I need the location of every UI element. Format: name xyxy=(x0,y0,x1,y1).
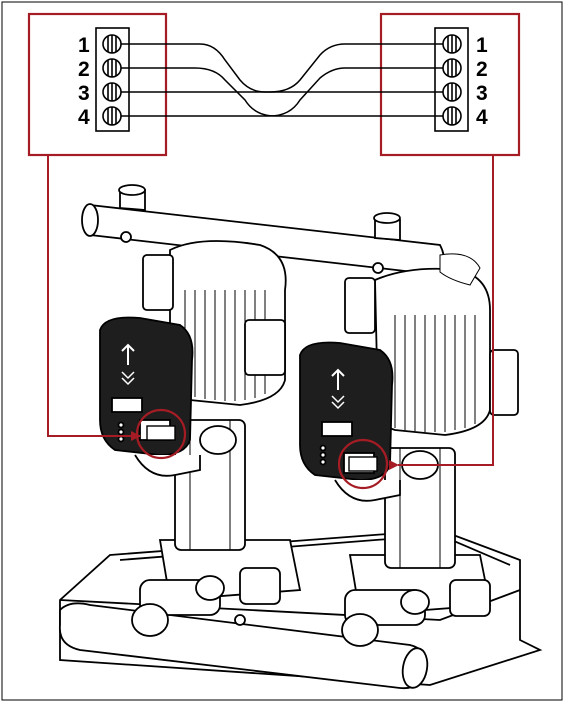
drive-connector-blocks xyxy=(146,425,378,472)
left-terminal-label-2: 2 xyxy=(78,58,90,81)
right-terminal-label-4: 4 xyxy=(476,106,488,129)
connector-icon xyxy=(135,408,389,490)
left-leader-arrow-icon xyxy=(47,155,141,441)
base-assembly xyxy=(58,529,543,690)
left-terminal-label-1: 1 xyxy=(78,34,90,57)
right-terminal-label-1: 1 xyxy=(476,34,488,57)
left-terminal-label-3: 3 xyxy=(78,82,90,105)
right-terminal-label-3: 3 xyxy=(476,82,488,105)
right-leader-arrow-icon xyxy=(389,155,494,470)
crossed-wires xyxy=(121,43,443,117)
left-terminal-callout xyxy=(27,12,168,157)
left-terminal-label-4: 4 xyxy=(78,106,90,129)
pump-left xyxy=(99,240,287,551)
right-terminal-label-2: 2 xyxy=(476,58,488,81)
callout-leaders xyxy=(47,155,494,470)
terminal-screw-icon xyxy=(102,34,462,126)
pump-right xyxy=(299,253,519,569)
header-pipe xyxy=(81,184,445,276)
